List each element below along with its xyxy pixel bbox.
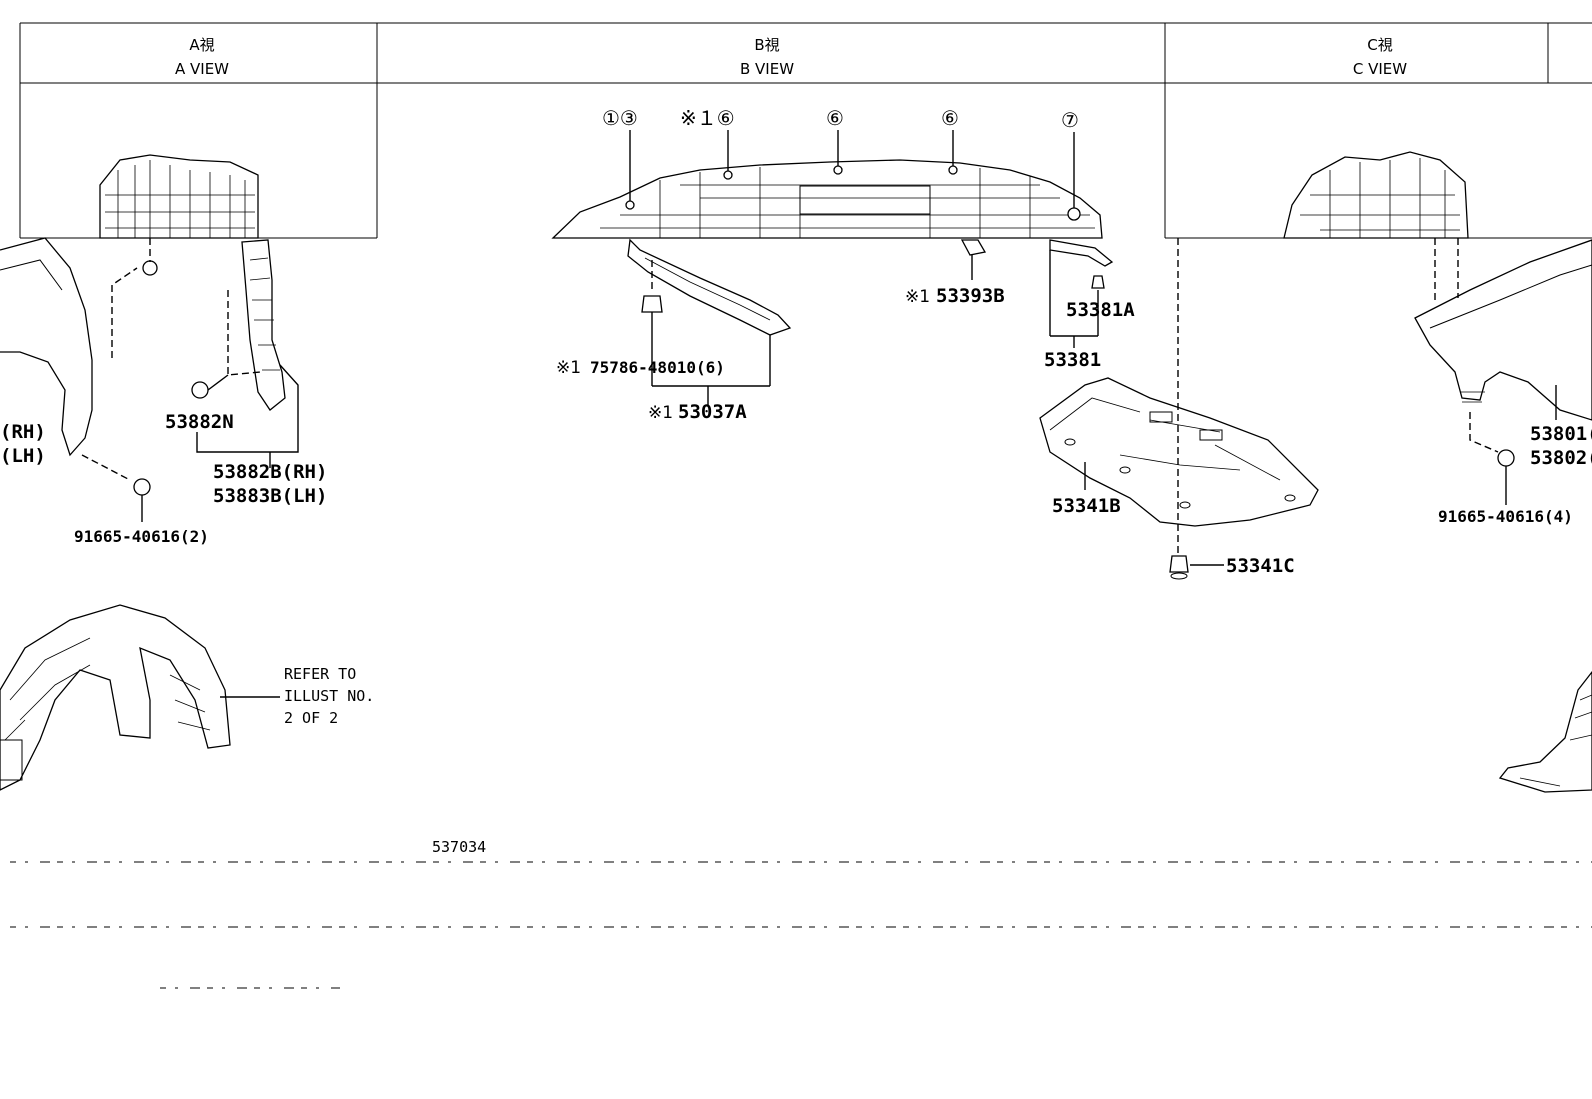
center-seal-group: ※1 75786-48010(6) ※1 53037A [556, 238, 792, 423]
label-53341B: 53341B [1052, 495, 1121, 517]
label-53883B-lh: 53883B(LH) [213, 485, 327, 507]
label-53882B-rh: 53882B(RH) [213, 461, 327, 483]
label-53801: 53801( [1530, 423, 1592, 445]
view-c-drawing [1283, 151, 1469, 239]
view-header-table: A視 A VIEW B視 B VIEW C視 C VIEW [19, 22, 1592, 239]
bolt-91665-right [1497, 449, 1515, 467]
right-fender-group: 53801( 53802( 91665-40616(4) [1414, 238, 1592, 526]
bracket-53393B-group: ※1 53393B [905, 239, 1005, 307]
engine-under-cover-53341B [1039, 377, 1319, 527]
label-53037A: 53037A [678, 401, 747, 423]
seal-53037A [627, 238, 792, 336]
view-b-drawing [551, 159, 1103, 239]
left-fender-group: (RH) (LH) 91665-40616(2) 53882N 53882B(R… [0, 237, 327, 546]
label-53381: 53381 [1044, 349, 1101, 371]
note-mark-53393B: ※1 [905, 287, 930, 307]
callout-1-3: ①③ [602, 106, 638, 130]
callout-6-a: ⑥ [826, 106, 844, 130]
refer-note-line-2: ILLUST NO. [284, 687, 374, 705]
b-view-callouts: ①③ ※１⑥ ⑥ ⑥ ⑦ [602, 106, 1081, 221]
bolt-91665-lower-left [133, 478, 151, 496]
label-53341C: 53341C [1226, 555, 1295, 577]
callout-6-b: ⑥ [941, 106, 959, 130]
clip-53882N [191, 381, 209, 399]
label-53381A: 53381A [1066, 299, 1135, 321]
view-b-en-label: B VIEW [740, 60, 794, 78]
scan-noise [10, 861, 1592, 989]
label-53393B: 53393B [936, 285, 1005, 307]
view-a-drawing [99, 154, 259, 239]
seal-53381 [1049, 239, 1114, 267]
note-mark-75786: ※1 [556, 358, 581, 378]
front-fender-53801 [1414, 239, 1592, 421]
refer-note-line-1: REFER TO [284, 665, 356, 683]
refer-note-line-3: 2 OF 2 [284, 709, 338, 727]
bracket-53393B [960, 239, 987, 256]
seal-bracket-53882B [241, 239, 286, 411]
label-75786-48010-6: 75786-48010(6) [590, 358, 725, 377]
label-fender-rh: (RH) [0, 421, 46, 443]
clip-75786-48010 [641, 295, 663, 313]
seal-53381-group: 53381A 53381 [1044, 239, 1135, 371]
callout-note1-6: ※１⑥ [680, 106, 735, 130]
label-91665-40616-4: 91665-40616(4) [1438, 507, 1573, 526]
clip-53341C [1169, 555, 1189, 573]
label-53882N: 53882N [165, 411, 234, 433]
right-fender-liner [1498, 670, 1592, 793]
callout-7: ⑦ [1061, 108, 1079, 132]
view-a-jp-label: A視 [189, 36, 214, 54]
left-fender-liner: REFER TO ILLUST NO. 2 OF 2 [0, 604, 374, 791]
view-a-en-label: A VIEW [175, 60, 229, 78]
fender-clip-upper [142, 260, 158, 276]
under-cover-53341B-group: 53341B 53341C [1039, 238, 1319, 580]
label-fender-lh: (LH) [0, 445, 46, 467]
view-c-jp-label: C視 [1367, 36, 1392, 54]
view-b-jp-label: B視 [754, 36, 779, 54]
view-c-en-label: C VIEW [1353, 60, 1407, 78]
clip-53381A [1091, 275, 1105, 289]
label-53802: 53802( [1530, 447, 1592, 469]
label-91665-40616-2: 91665-40616(2) [74, 527, 209, 546]
diagram-id: 537034 [432, 838, 486, 856]
note-mark-53037A: ※1 [648, 403, 673, 423]
